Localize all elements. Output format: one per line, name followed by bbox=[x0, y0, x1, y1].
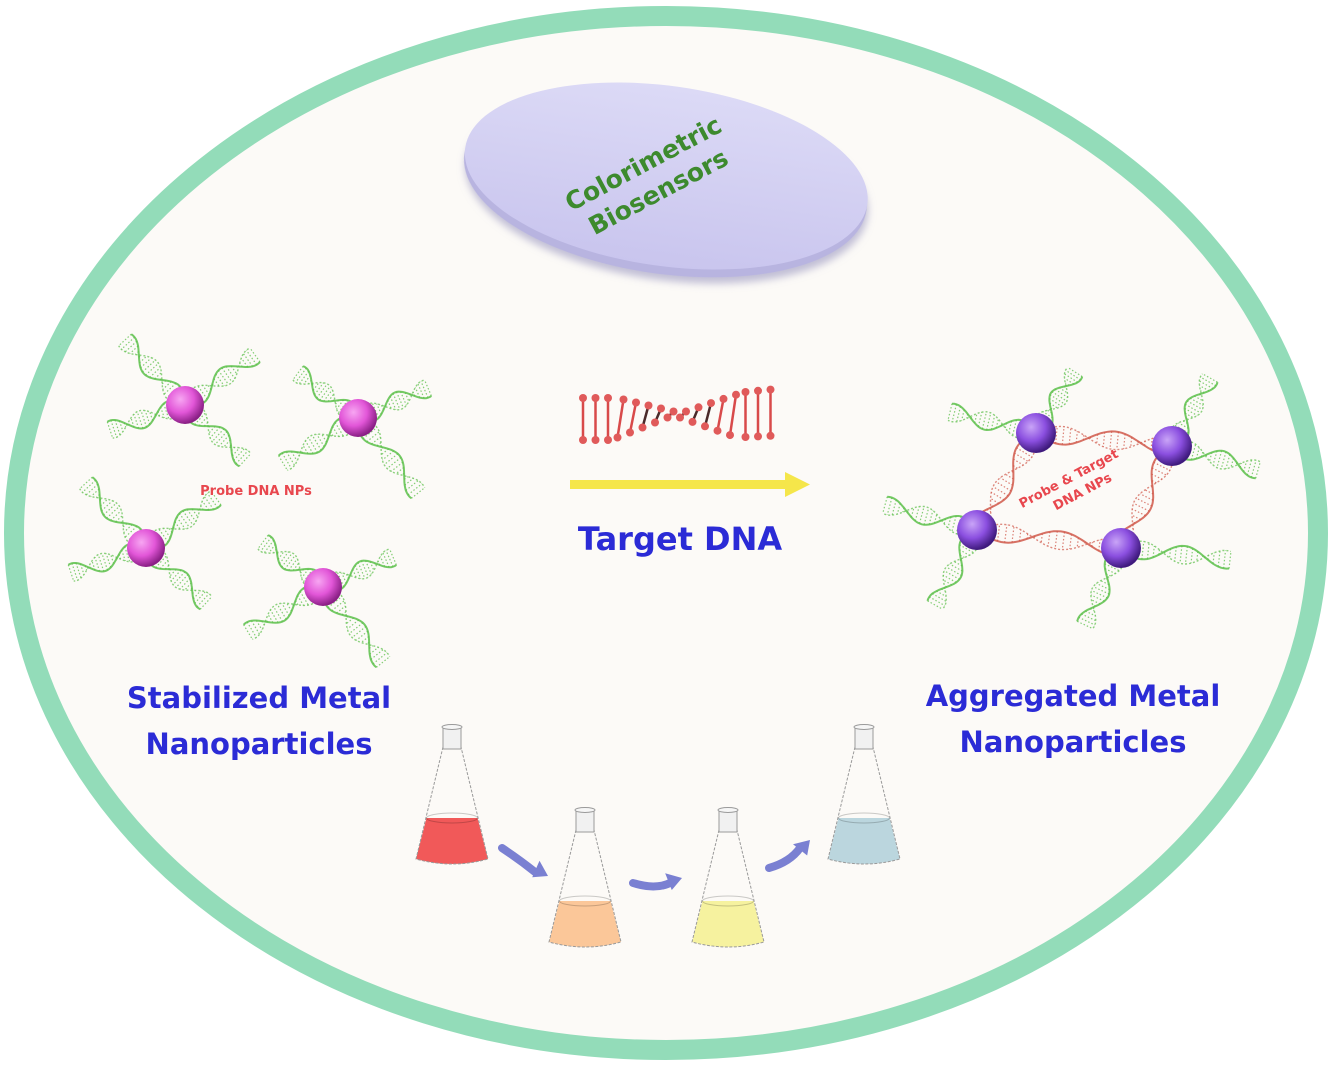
flask-yellow bbox=[691, 807, 765, 948]
base-pair-rod bbox=[728, 394, 738, 436]
flask-blue bbox=[827, 724, 901, 865]
flask-liquid bbox=[692, 901, 764, 947]
curved-arrow-icon bbox=[498, 844, 548, 878]
base-pair-bead bbox=[638, 423, 647, 432]
base-pair-bead bbox=[579, 394, 587, 402]
flask-orange bbox=[548, 807, 622, 948]
base-pair-bead bbox=[766, 385, 775, 394]
base-pair-bead bbox=[701, 422, 709, 431]
base-pair-bead bbox=[694, 403, 703, 412]
base-pair-bead bbox=[713, 426, 722, 435]
base-pair-bead bbox=[741, 388, 750, 396]
base-pair-bead bbox=[682, 407, 690, 416]
metal-nanoparticle-icon bbox=[957, 510, 997, 550]
base-pair-rod bbox=[716, 398, 725, 431]
base-pair-bead bbox=[626, 428, 634, 437]
base-pair-bead bbox=[591, 394, 600, 402]
frame-ellipse bbox=[4, 6, 1328, 1060]
flask-red bbox=[415, 724, 489, 865]
base-pair-bead bbox=[669, 407, 678, 416]
metal-nanoparticle-icon bbox=[1152, 426, 1192, 466]
base-pair-bead bbox=[604, 436, 612, 444]
stabilized-caption-line1: Stabilized Metal bbox=[127, 681, 391, 715]
reaction-arrow-icon bbox=[570, 472, 810, 497]
metal-nanoparticle-icon bbox=[304, 568, 342, 606]
aggregated-dna-nanoparticles bbox=[882, 366, 1261, 630]
color-change-arrows bbox=[498, 840, 810, 891]
metal-nanoparticle-icon bbox=[1016, 413, 1056, 453]
flask-liquid bbox=[549, 901, 621, 947]
probe-nanoparticle bbox=[277, 365, 432, 500]
base-pair-bead bbox=[676, 413, 684, 422]
probe-nanoparticle bbox=[67, 476, 222, 611]
flask-liquid bbox=[828, 818, 900, 864]
base-pair-bead bbox=[604, 394, 612, 402]
base-pair-bead bbox=[591, 436, 600, 444]
probe-nanoparticle bbox=[242, 534, 397, 669]
base-pair-rod bbox=[616, 399, 625, 438]
base-pair-bead bbox=[707, 399, 715, 408]
base-pair-rod bbox=[628, 402, 638, 433]
base-pair-bead bbox=[579, 436, 587, 444]
base-pair-bead bbox=[688, 417, 697, 426]
title-disc bbox=[464, 82, 868, 278]
base-pair-bead bbox=[644, 401, 653, 410]
curved-arrow-icon bbox=[629, 873, 682, 891]
target-dna-strand-icon bbox=[579, 385, 775, 444]
probe-dna-label: Probe DNA NPs bbox=[200, 484, 312, 499]
color-change-flasks bbox=[415, 724, 901, 948]
aggregated-caption-line2: Nanoparticles bbox=[960, 725, 1187, 759]
base-pair-bead bbox=[741, 433, 750, 441]
base-pair-bead bbox=[766, 431, 775, 440]
metal-nanoparticle-icon bbox=[1101, 528, 1141, 568]
base-pair-bead bbox=[754, 386, 762, 395]
target-dna-label: Target DNA bbox=[578, 520, 782, 558]
metal-nanoparticle-icon bbox=[127, 529, 165, 567]
base-pair-bead bbox=[657, 404, 665, 413]
metal-nanoparticle-icon bbox=[339, 399, 377, 437]
probe-nanoparticle bbox=[106, 333, 261, 468]
curved-arrow-icon bbox=[765, 840, 810, 872]
aggregated-caption-line1: Aggregated Metal bbox=[926, 679, 1221, 713]
base-pair-bead bbox=[663, 413, 672, 422]
base-pair-bead bbox=[754, 432, 762, 441]
stabilized-caption-line2: Nanoparticles bbox=[146, 727, 373, 761]
base-pair-bead bbox=[726, 431, 734, 440]
metal-nanoparticle-icon bbox=[166, 386, 204, 424]
base-pair-bead bbox=[619, 395, 628, 404]
probe-dna-nanoparticles bbox=[67, 333, 432, 669]
base-pair-bead bbox=[651, 418, 659, 427]
base-pair-bead bbox=[732, 390, 740, 399]
flask-liquid bbox=[416, 818, 488, 864]
base-pair-bead bbox=[719, 394, 728, 403]
base-pair-bead bbox=[613, 433, 622, 442]
base-pair-bead bbox=[632, 398, 640, 407]
